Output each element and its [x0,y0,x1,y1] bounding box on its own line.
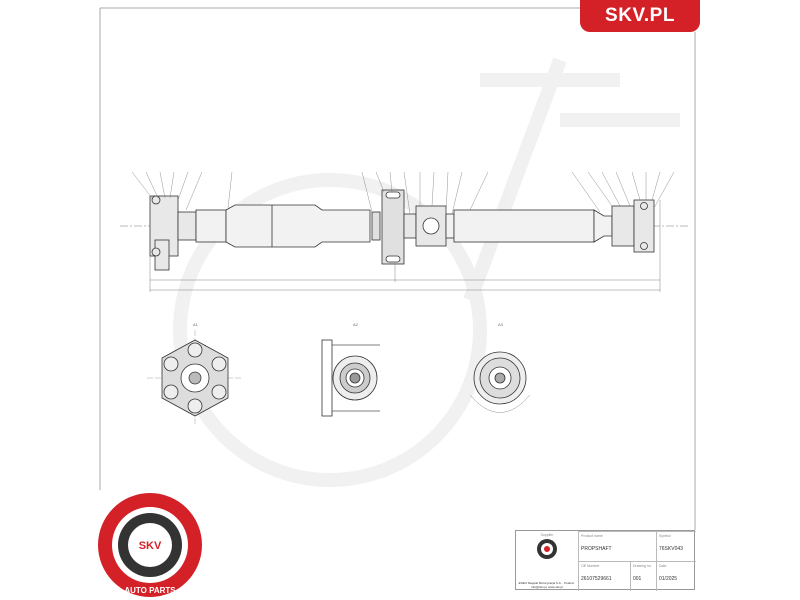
rear-tube [445,209,613,243]
view-a3-joint [469,351,531,413]
left-flange-joint [149,195,197,271]
drawing-no: 001 [633,576,642,582]
svg-text:SKV: SKV [139,540,162,552]
view-label-a2: A2 [353,322,358,327]
skv-brand-badge[interactable]: SKV.PL [580,0,700,32]
view-label-a1: A1 [193,322,198,327]
oe-number-label: OE Number [581,564,600,568]
supplier-address: ESEN Skąpski Motoryzacja S.A. · Poland ·… [518,581,576,589]
supplier-cell: Supplier ESEN Skąpski Motoryzacja S.A. ·… [516,531,578,591]
drawing-no-label: Drawing no. [633,564,652,568]
oe-number: 26107529661 [581,576,612,582]
symbol-cell: Symbol 76SKV043 [656,531,696,561]
middle-joint [403,205,447,247]
symbol: 76SKV043 [659,546,683,552]
right-flange-joint [611,199,655,253]
product-name-label: Product name [581,534,603,538]
date: 01/2025 [659,576,678,582]
title-block: Supplier ESEN Skąpski Motoryzacja S.A. ·… [515,530,696,591]
supplier-label: Supplier [540,533,554,537]
product-name-cell: Product name PROPSHAFT [578,531,656,561]
date-label: Date [659,564,667,568]
view-a2-center-bearing [321,339,380,417]
front-tube [195,204,371,248]
watermark-logo [173,57,680,487]
skv-seal: SKV AUTO PARTS [98,493,202,597]
svg-text:AUTO PARTS: AUTO PARTS [124,586,176,595]
view-label-a3: A3 [498,322,503,327]
drawing-no-cell: Drawing no. 001 [630,561,656,591]
dimension-lines [149,196,661,292]
view-a1-flange [147,330,243,426]
supplier-logo [537,539,557,559]
symbol-label: Symbol [659,534,671,538]
date-cell: Date 01/2025 [656,561,696,591]
product-name: PROPSHAFT [581,546,612,552]
oe-number-cell: OE Number 26107529661 [578,561,630,591]
part-leaders [131,171,675,215]
center-bearing [371,189,405,265]
